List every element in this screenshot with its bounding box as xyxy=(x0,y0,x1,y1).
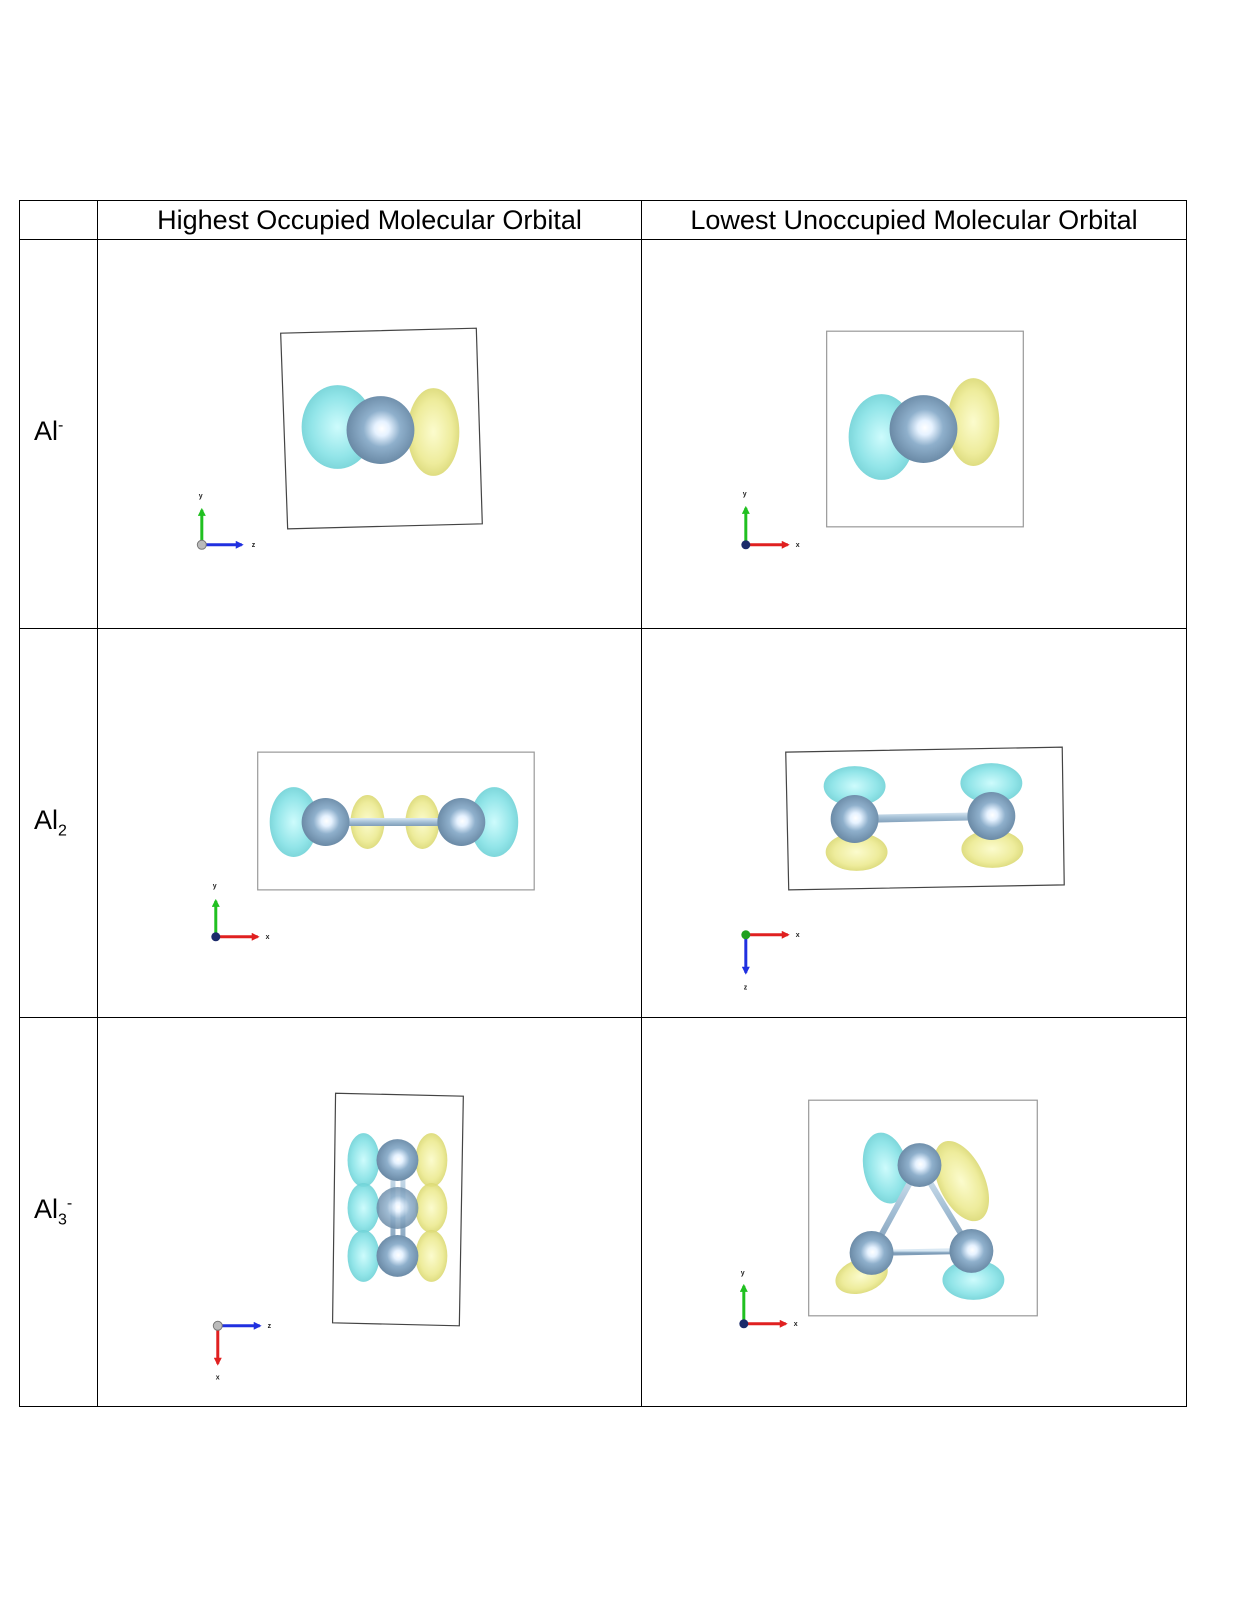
axis-origin xyxy=(212,1320,223,1331)
aluminum-atom xyxy=(849,1230,894,1275)
row-label-al3-anion: Al3- xyxy=(19,1017,98,1407)
homo-al3-anion-image: z x xyxy=(212,1092,464,1382)
positive-lobe xyxy=(269,787,318,857)
aluminum-atom xyxy=(376,1187,419,1229)
column-header-lumo: Lowest Unoccupied Molecular Orbital xyxy=(641,200,1187,240)
negative-lobe xyxy=(961,829,1024,868)
axis-label-y: y xyxy=(199,493,203,500)
lumo-al3-anion-image: y x xyxy=(739,1099,1038,1329)
axis-triad: y x xyxy=(211,883,270,942)
homo-al-anion-image: y z xyxy=(196,327,483,550)
axis-triad: y x xyxy=(739,1270,798,1329)
negative-lobe xyxy=(947,378,1000,466)
column-header-homo: Highest Occupied Molecular Orbital xyxy=(97,200,642,240)
orbital-table: Highest Occupied Molecular Orbital Lowes… xyxy=(19,200,1187,1407)
unit-cell-box xyxy=(826,330,1024,528)
aluminum-atom xyxy=(376,1234,419,1277)
axis-origin xyxy=(739,1319,749,1329)
axis-label-x: x xyxy=(794,1321,798,1328)
aluminum-atom xyxy=(346,396,415,464)
al-al-bond xyxy=(854,812,992,823)
positive-lobe xyxy=(347,1183,380,1233)
aluminum-atom xyxy=(301,798,350,846)
row-label-al2: Al2 xyxy=(19,628,98,1018)
axis-label-z: z xyxy=(744,985,748,992)
positive-lobe xyxy=(347,1229,380,1282)
unit-cell-box xyxy=(808,1099,1038,1317)
axis-triad: y z xyxy=(196,493,256,550)
lumo-al-anion-cell: y x xyxy=(641,239,1187,629)
corner-cell xyxy=(19,200,98,240)
axis-label-z: z xyxy=(252,542,256,549)
aluminum-atom xyxy=(437,798,486,846)
homo-al-anion-cell: y z xyxy=(97,239,642,629)
positive-lobe xyxy=(823,766,886,807)
aluminum-atom xyxy=(889,395,958,463)
axis-triad: z x xyxy=(212,1320,272,1382)
axis-triad: x z xyxy=(741,930,800,992)
axis-origin xyxy=(196,539,207,550)
axis-label-y: y xyxy=(741,1270,745,1277)
negative-lobe xyxy=(825,832,888,871)
axis-label-y: y xyxy=(743,491,747,498)
al-al-bond xyxy=(325,818,464,826)
homo-al2-cell: y x xyxy=(97,628,642,1018)
axis-label-y: y xyxy=(213,883,217,890)
lumo-al3-anion-cell: y x xyxy=(641,1017,1187,1407)
axis-origin xyxy=(741,930,751,940)
aluminum-atom xyxy=(949,1228,994,1273)
aluminum-atom xyxy=(376,1139,419,1182)
axis-label-x: x xyxy=(796,542,800,549)
negative-lobe xyxy=(933,1140,990,1222)
aluminum-atom xyxy=(830,795,879,843)
axis-label-x: x xyxy=(266,934,270,941)
aluminum-atom xyxy=(967,792,1016,840)
positive-lobe xyxy=(470,787,519,857)
positive-lobe xyxy=(862,1132,909,1204)
axis-label-z: z xyxy=(268,1323,272,1330)
header-row: Highest Occupied Molecular Orbital Lowes… xyxy=(19,200,1187,240)
axis-origin xyxy=(211,932,221,942)
unit-cell-box xyxy=(257,751,535,891)
table-row: Al- y z xyxy=(19,239,1187,629)
table-row: Al3- xyxy=(19,1017,1187,1407)
lumo-al2-image: x z xyxy=(741,746,1065,992)
negative-lobe xyxy=(415,1183,448,1233)
table-row: Al2 y x xyxy=(19,628,1187,1018)
positive-lobe xyxy=(960,763,1023,804)
negative-lobe xyxy=(415,1229,448,1282)
positive-lobe xyxy=(347,1133,380,1188)
aluminum-atom xyxy=(897,1143,942,1188)
positive-lobe xyxy=(942,1259,1005,1300)
homo-al3-anion-cell: z x xyxy=(97,1017,642,1407)
unit-cell-box xyxy=(280,327,483,530)
lumo-al2-cell: x z xyxy=(641,628,1187,1018)
negative-lobe xyxy=(407,388,460,476)
row-label-al-anion: Al- xyxy=(19,239,98,629)
axis-origin xyxy=(741,540,751,550)
axis-label-x: x xyxy=(796,932,800,939)
unit-cell-box xyxy=(331,1092,464,1327)
lumo-al-anion-image: y x xyxy=(741,330,1024,550)
axis-label-x: x xyxy=(216,1375,220,1382)
homo-al2-image: y x xyxy=(211,751,535,942)
negative-lobe xyxy=(415,1133,448,1188)
axis-triad: y x xyxy=(741,491,800,550)
unit-cell-box xyxy=(785,746,1065,891)
